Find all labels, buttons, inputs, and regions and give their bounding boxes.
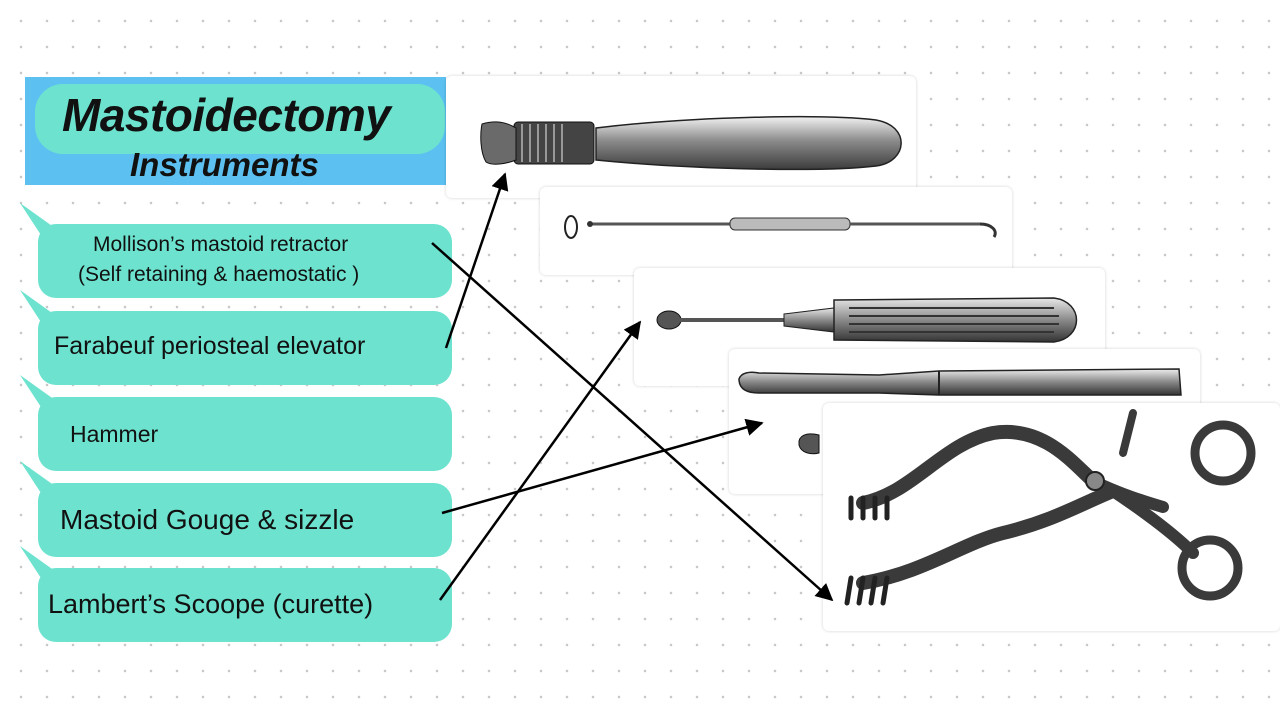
card-farabeuf-elevator	[446, 76, 916, 198]
arrow-lambert	[438, 320, 642, 601]
label-lambert: Lambert’s Scoope (curette)	[48, 589, 374, 619]
arrow-mollison	[431, 242, 834, 602]
label-mollison-line1: Mollison’s mastoid retractor	[93, 233, 349, 256]
arrow-farabeuf	[444, 172, 509, 349]
mollison-retractor-image	[844, 409, 1256, 606]
card-mollison-retractor	[823, 403, 1280, 631]
label-hammer: Hammer	[70, 421, 159, 447]
label-bubble-lambert: Lambert’s Scoope (curette)	[38, 568, 452, 642]
title-pill	[35, 84, 445, 154]
label-bubble-hammer: Hammer	[38, 397, 452, 471]
label-bubble-gouge: Mastoid Gouge & sizzle	[38, 483, 452, 557]
card-hammer	[540, 187, 1012, 275]
label-farabeuf: Farabeuf periosteal elevator	[54, 332, 366, 360]
farabeuf-elevator-image	[480, 115, 902, 171]
probe-instrument-image	[564, 215, 997, 239]
label-bubble-farabeuf: Farabeuf periosteal elevator	[38, 311, 452, 385]
title-main: Mastoidectomy	[62, 89, 391, 141]
card-lambert-curette	[634, 268, 1105, 386]
mastoid-gouge-image	[738, 368, 1182, 455]
arrow-gouge	[441, 418, 764, 515]
label-mollison-line2: (Self retaining & haemostatic )	[78, 263, 360, 286]
label-gouge: Mastoid Gouge & sizzle	[60, 504, 355, 535]
title-subtitle: Instruments	[130, 146, 319, 183]
label-bubble-mollison: Mollison’s mastoid retractor (Self retai…	[38, 224, 452, 298]
lambert-curette-image	[656, 297, 1078, 343]
